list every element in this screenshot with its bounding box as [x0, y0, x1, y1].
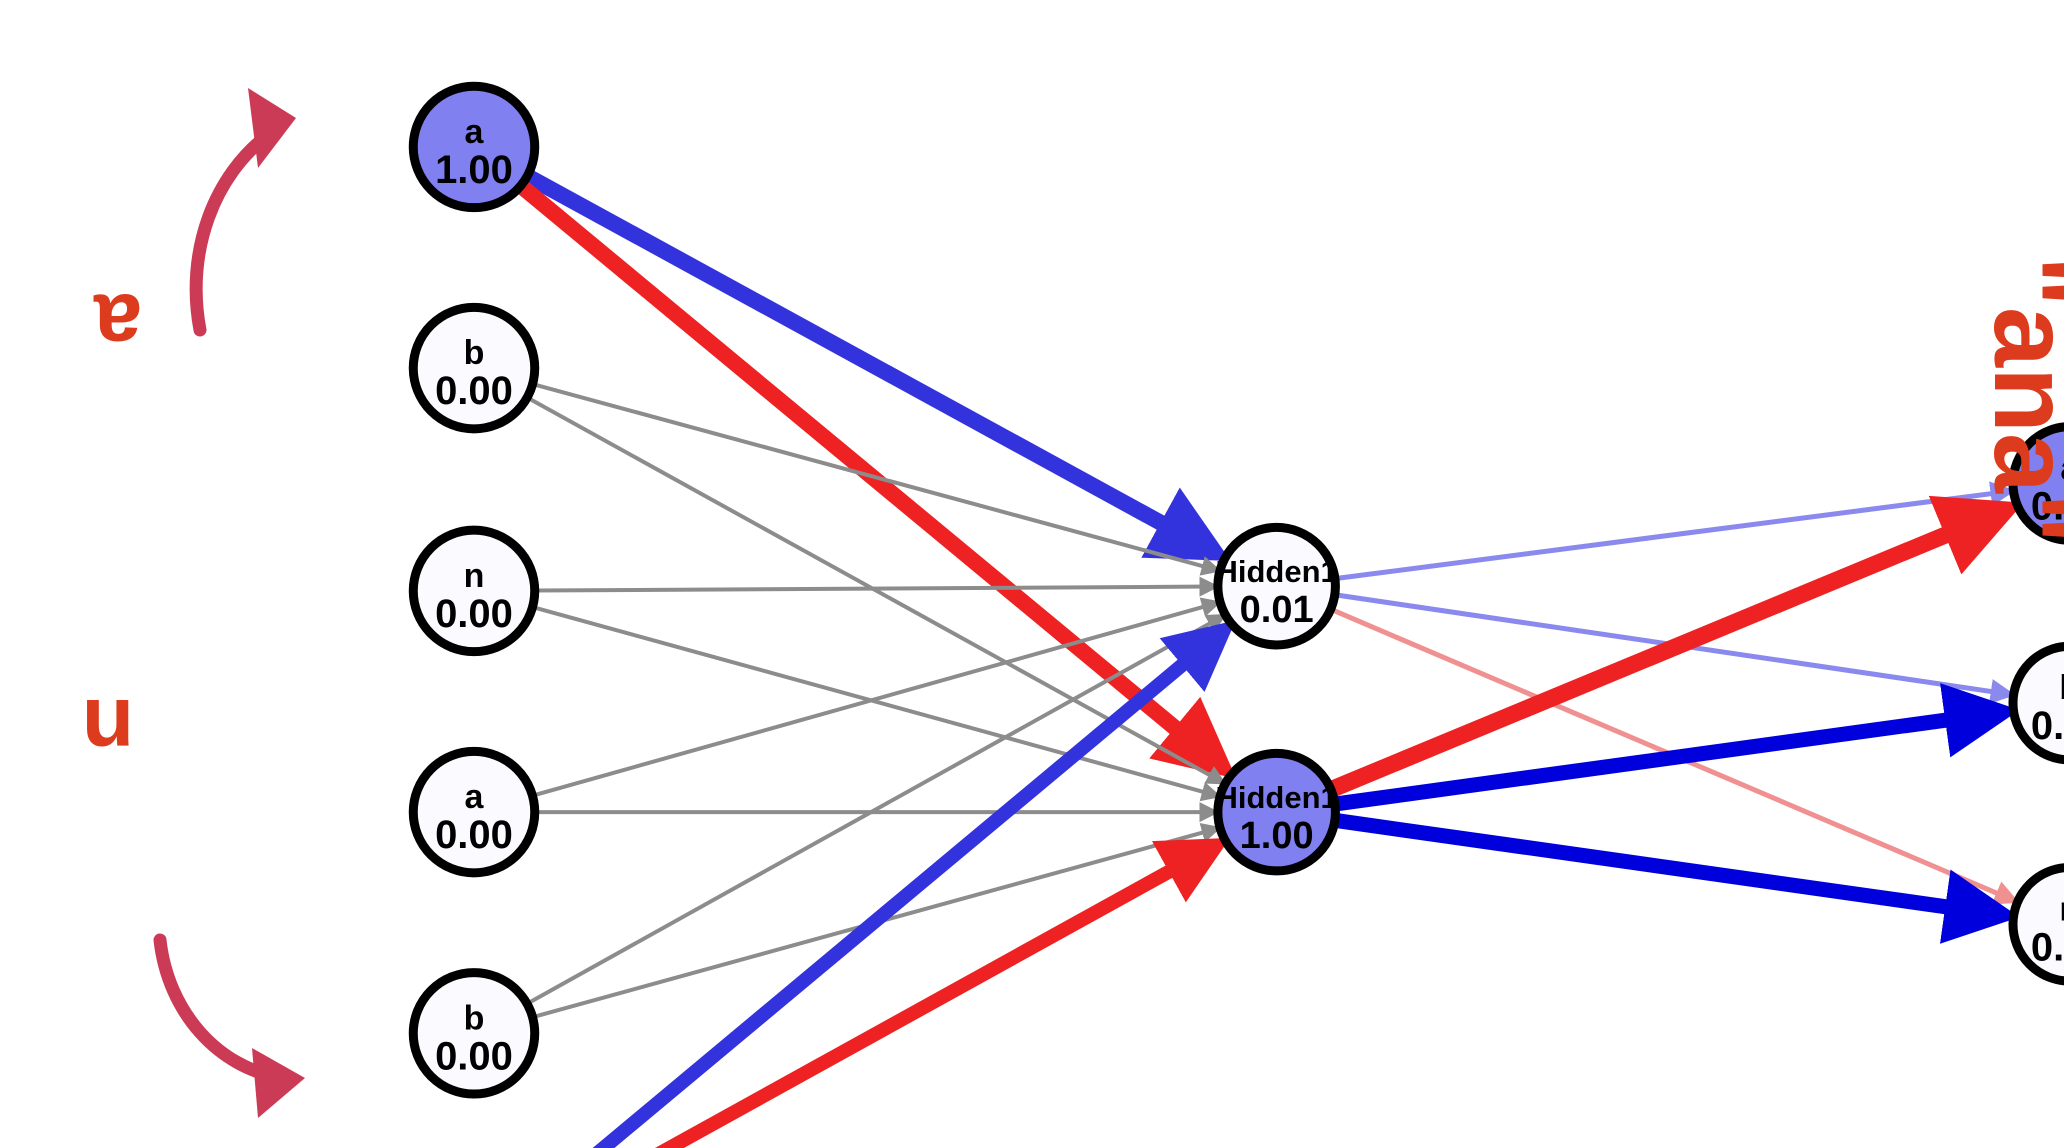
node-label: Hidden1: [1215, 554, 1337, 589]
node-value: 0.00: [435, 592, 513, 636]
node-label: b: [464, 334, 485, 372]
node-label: b: [464, 999, 485, 1037]
node-label: n: [464, 557, 485, 595]
node-label: n: [2059, 890, 2064, 928]
edge-in-n-1-to-h1: [534, 576, 1220, 597]
edge-in-b-1-to-h1: [532, 382, 1222, 576]
node-in-n-1[interactable]: n0.00: [408, 525, 540, 657]
edge-in-a-1-to-h1: [523, 169, 1231, 562]
node-label: a: [465, 778, 485, 816]
edges-group: [515, 169, 2024, 1148]
node-in-a-2[interactable]: a0.00: [408, 746, 540, 878]
node-value: 0.00: [435, 369, 513, 413]
nodes-group: a1.00b0.00n0.00a0.00b0.00n1.00Hidden10.0…: [408, 81, 2064, 1099]
annotations-group: a n "ana": [82, 256, 2064, 777]
node-value: 0.00: [435, 1034, 513, 1078]
node-label: Hidden1: [1215, 780, 1337, 815]
node-out-a[interactable]: a0.97: [2008, 422, 2064, 545]
node-circle: [2008, 863, 2064, 986]
node-value: 0.00: [435, 813, 513, 857]
node-value: 0.03: [2031, 925, 2064, 969]
ann-input-n: n: [82, 681, 135, 777]
node-circle: [2008, 642, 2064, 765]
ann-output: "ana": [1972, 256, 2064, 545]
ann-input-a: a: [93, 276, 142, 372]
node-in-b-1[interactable]: b0.00: [408, 302, 540, 434]
node-circle: [408, 81, 540, 213]
node-circle: [408, 302, 540, 434]
node-value: 0.97: [2031, 484, 2064, 528]
node-circle: [1213, 522, 1340, 650]
edge-h1-to-out-a: [1334, 481, 2016, 582]
node-value: 0.01: [1240, 589, 1314, 631]
node-circle: [408, 968, 540, 1099]
node-label: a: [2060, 449, 2064, 487]
annotation-arrow-to-input-n: [153, 933, 305, 1118]
edge-h2-to-out-b: [1333, 683, 2020, 812]
node-in-a-1[interactable]: a1.00: [408, 81, 540, 213]
node-value: 0.03: [2031, 704, 2064, 748]
edge-in-n-2-to-h2: [654, 837, 1231, 1148]
node-out-n[interactable]: n0.03: [2008, 863, 2064, 986]
node-out-b[interactable]: b0.03: [2008, 642, 2064, 765]
node-circle: [408, 525, 540, 657]
edge-in-b-2-to-h1: [526, 614, 1227, 1006]
node-circle: [2008, 422, 2064, 545]
node-circle: [408, 746, 540, 878]
edge-in-a-2-to-h1: [531, 597, 1222, 798]
node-label: a: [465, 113, 485, 151]
node-circle: [1213, 748, 1340, 876]
node-value: 1.00: [435, 148, 513, 192]
edge-h2-to-out-n: [1333, 812, 2020, 944]
edge-h2-to-out-a: [1327, 495, 2024, 798]
annotation-arrow-to-input-a: [189, 88, 296, 337]
node-label: b: [2059, 669, 2064, 707]
edge-in-n-2-to-h1: [592, 620, 1236, 1148]
node-in-b-2[interactable]: b0.00: [408, 968, 540, 1099]
node-value: 1.00: [1240, 815, 1314, 857]
